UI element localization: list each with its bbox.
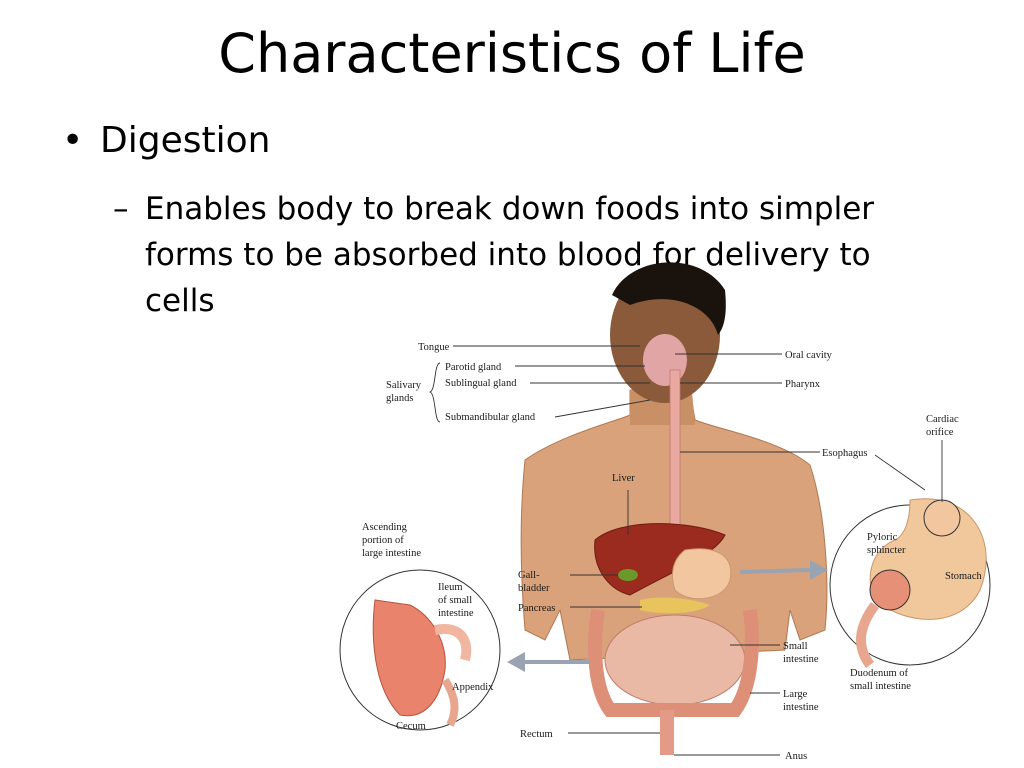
bullet-marker: • [62,120,84,161]
esophagus-shape [669,369,681,551]
label-pharynx: Pharynx [785,379,821,390]
label-rectum: Rectum [520,729,553,740]
label-ascending-line3: large intestine [362,548,421,559]
label-pancreas: Pancreas [518,603,555,614]
label-esophagus: Esophagus [822,448,868,459]
label-duodenum-line2: small intestine [850,681,911,692]
oral-cavity-shape [643,334,687,386]
label-small-intestine-line1: Small [783,641,808,652]
gallbladder-shape [618,569,638,581]
sub-bullet-marker: – [113,191,129,227]
pancreas-shape [640,597,710,614]
label-appendix: Appendix [452,682,494,693]
arrow-to-intestine-inset [507,652,590,672]
rectum-shape [660,710,674,755]
salivary-brace [428,362,441,423]
label-parotid-gland: Parotid gland [445,362,502,373]
label-cardiac-line2: orifice [926,427,954,438]
label-ileum-line3: intestine [438,608,474,619]
arrow-to-stomach-inset [740,560,828,580]
cecum-inset-shape [372,599,446,717]
label-submandibular-gland: Submandibular gland [445,412,536,423]
digestive-diagram-svg: Tongue Parotid gland Sublingual gland Su… [339,262,991,762]
label-anus: Anus [785,751,807,762]
label-duodenum-line1: Duodenum of [850,668,909,679]
label-large-intestine-line2: intestine [783,702,819,713]
label-ascending-line1: Ascending [362,522,408,533]
label-ileum-line1: Ileum [438,582,463,593]
label-cardiac-line1: Cardiac [926,414,959,425]
sub-bullet-text: Enables body to break down foods into si… [145,191,875,319]
label-pyloric-line2: sphincter [867,545,906,556]
label-small-intestine-line2: intestine [783,654,819,665]
label-ascending-line2: portion of [362,535,404,546]
slide-title: Characteristics of Life [218,22,806,85]
label-salivary-line1: Salivary [386,380,422,391]
digestive-system-illustration: Tongue Parotid gland Sublingual gland Su… [330,250,1020,765]
cardiac-orifice-inset-circle [923,499,961,537]
label-gall-line2: bladder [518,583,550,594]
label-cecum: Cecum [396,721,426,732]
label-pyloric-line1: Pyloric [867,532,898,543]
label-sublingual-gland: Sublingual gland [445,378,517,389]
duodenum-inset-shape [855,602,880,668]
label-large-intestine-line1: Large [783,689,808,700]
bullet-text: Digestion [100,120,271,161]
label-gall-line1: Gall- [518,570,540,581]
small-intestine-shape [604,614,746,706]
label-salivary-line2: glands [386,393,413,404]
ileum-inset-shape [434,624,472,662]
label-oral-cavity: Oral cavity [785,350,833,361]
pyloric-sphincter-inset-circle [869,569,911,611]
label-ileum-line2: of small [438,595,472,606]
hair-shape [612,262,726,335]
stomach-shape [672,548,732,600]
label-tongue: Tongue [418,342,450,353]
appendix-inset-shape [441,677,459,727]
label-liver: Liver [612,473,635,484]
label-stomach: Stomach [945,571,982,582]
